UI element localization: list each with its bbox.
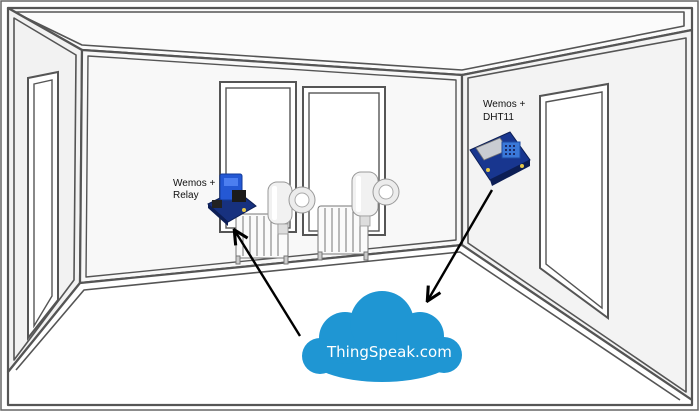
relay-label-line2: Relay	[173, 190, 199, 201]
radiator-valve-icon	[267, 181, 316, 235]
left-door	[27, 70, 59, 341]
wemos-relay-board-icon	[207, 173, 257, 226]
sensor-label-line1: Wemos +	[483, 99, 526, 110]
arrow-sensor-to-cloud	[428, 189, 494, 300]
cloud-icon	[302, 291, 462, 382]
relay-label-line1: Wemos +	[173, 178, 216, 189]
sensor-label-line2: DHT11	[483, 112, 514, 123]
right-door	[539, 82, 609, 320]
radiator-icon	[235, 213, 289, 265]
cloud-label: ThingSpeak.com	[327, 343, 452, 361]
radiator-valve-icon	[351, 171, 400, 227]
arrow-cloud-to-relay	[235, 231, 302, 337]
wemos-dht11-board-icon	[469, 131, 531, 186]
